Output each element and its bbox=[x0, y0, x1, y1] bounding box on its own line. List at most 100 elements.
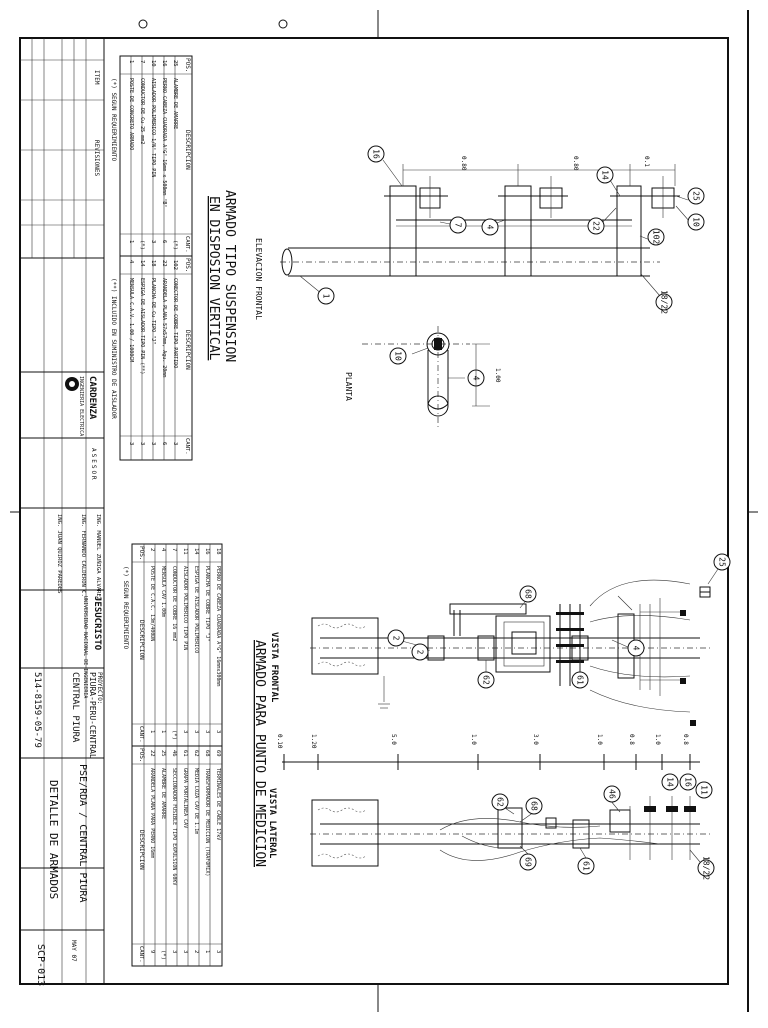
callout-number: 10 bbox=[394, 351, 403, 361]
insulator bbox=[536, 176, 566, 218]
table-cell-desc: ALAMBRE DE AMARRE bbox=[160, 768, 166, 819]
table-cell-pos: 61 bbox=[182, 750, 188, 757]
callout-number: 11 bbox=[700, 785, 709, 795]
table-cell-pos: 62 bbox=[193, 750, 199, 757]
mensula-block bbox=[389, 185, 417, 277]
insulator bbox=[648, 176, 678, 218]
table-cell-cant: 1 bbox=[160, 730, 166, 733]
table1-note-right: (**) INCLUIDO EN SUMINISTRO DE AISLADOR bbox=[110, 278, 117, 419]
table-cell-cant: 3 bbox=[172, 442, 178, 445]
callout-number: 25 bbox=[718, 557, 727, 567]
table-cell-pos: 22 bbox=[161, 260, 167, 267]
table-cell-cant: 6 bbox=[161, 240, 167, 243]
callout-number: 4 bbox=[632, 646, 641, 651]
mensula-block bbox=[616, 185, 642, 277]
callout-bubble: 68 bbox=[519, 585, 537, 603]
table-cell-cant: 1 bbox=[149, 730, 155, 733]
table1-note-left: (*) SEGUN REQUERIMIENTO bbox=[110, 78, 117, 161]
company-name: CARDENZA bbox=[87, 376, 97, 420]
table-cell-desc: AISLADOR POLIMERICO TIPO PIN bbox=[182, 566, 188, 650]
callout-number: 25 bbox=[692, 191, 701, 201]
table-header: POS. bbox=[184, 58, 191, 72]
vista-lateral-label: VISTA LATERAL bbox=[267, 788, 277, 859]
university-name: JESUCRISTO bbox=[92, 596, 102, 651]
scale-label: 0.8 bbox=[628, 734, 635, 745]
table-cell-pos: 10 bbox=[150, 60, 156, 67]
callout-bubble: 10 bbox=[389, 347, 407, 365]
table-cell-cant: 3 bbox=[182, 950, 188, 953]
company-subtitle: INGENIERIA ELECTRICA bbox=[78, 376, 84, 436]
sheet-title: DETALLE DE ARMADOS bbox=[47, 780, 60, 899]
scale-label: 1.20 bbox=[310, 734, 317, 749]
table-cell-pos: 2 bbox=[149, 548, 155, 551]
table-cell-pos: 18 bbox=[150, 260, 156, 267]
insulator bbox=[418, 176, 442, 218]
table-header: POS. bbox=[138, 748, 145, 762]
table-cell-desc: ESPIGA DE AISLADOR POLIMERICO bbox=[193, 566, 199, 653]
callout-bubble: 68 bbox=[525, 797, 543, 815]
transformer-symbol bbox=[495, 615, 551, 673]
drawing2-title: ARMADO PARA PUNTO DE MEDICION bbox=[252, 640, 267, 867]
callout-number: 22 bbox=[592, 221, 601, 231]
callout-number: 18/22 bbox=[702, 856, 711, 880]
table-cell-desc: ESPIGA DE AISLADOR TIPO PIN (**) bbox=[139, 278, 145, 374]
table-cell-pos: 18 bbox=[215, 548, 221, 555]
table-header: CANT. bbox=[138, 946, 144, 963]
table-header: CANT. bbox=[184, 236, 190, 253]
callout-number: 14 bbox=[601, 170, 610, 180]
table-cell-desc: MEDIA LOZA CAV DE 1.1m bbox=[193, 768, 199, 834]
callout-number: 61 bbox=[582, 861, 591, 871]
university-subtitle: UNIVERSIDAD NACIONAL DE INGENIERIA bbox=[82, 596, 88, 698]
scale-label: 1.0 bbox=[654, 734, 661, 745]
mensula-block bbox=[504, 185, 532, 277]
scale-label: 5.0 bbox=[390, 734, 397, 745]
title-block: ITEM REVISIONES CARDENZA INGENIERIA ELEC… bbox=[20, 38, 105, 986]
callout-bubble: 1 bbox=[317, 287, 335, 305]
parts-table-2: POS.DESCRIPCIONCANT.POS.DESCRIPCIONCANT.… bbox=[131, 543, 223, 967]
table-cell-pos: 16 bbox=[204, 548, 210, 555]
table-cell-cant: 9 bbox=[149, 950, 155, 953]
project-name: PIURA-PERU-CENTRAL bbox=[88, 672, 97, 759]
measurement-side-view bbox=[310, 796, 710, 867]
table-cell-cant: 1 bbox=[204, 950, 210, 953]
table-cell-desc: POSTE DE CONCRETO ARMADO bbox=[128, 78, 134, 150]
callout-bubble: 2 bbox=[411, 643, 429, 661]
table-cell-desc: TERMINALES DE CABLE 17kV bbox=[215, 768, 221, 840]
table-cell-cant: (*) bbox=[172, 240, 178, 250]
callout-number: 46 bbox=[608, 789, 617, 799]
callout-bubble: 61 bbox=[577, 857, 595, 875]
callout-number: 62 bbox=[496, 797, 505, 807]
scale-label: 1.0 bbox=[470, 734, 477, 745]
callout-number: 18/22 bbox=[660, 290, 669, 314]
project-label: PROYECTO: bbox=[96, 672, 103, 705]
drawing1-subtitle: EN DISPOSION VERTICAL bbox=[206, 196, 221, 361]
table-cell-desc: TRANSFORMADOR DE MEDICION (TRAFOMIX) bbox=[204, 768, 210, 876]
location-name: CENTRAL PIURA bbox=[70, 672, 80, 743]
design-by: ING. MANUEL ZUÑIGA ALVAREZ bbox=[95, 514, 102, 601]
table-header: DESCRIPCION bbox=[138, 830, 145, 870]
callout-number: 16 bbox=[684, 777, 693, 787]
table-cell-desc: SECCIONADOR FUSIBLE TIPO EXPULSION 60KV bbox=[171, 768, 177, 885]
callout-number: 10 bbox=[692, 217, 701, 227]
table-cell-pos: 68 bbox=[204, 750, 210, 757]
callout-bubble: 18/22 bbox=[655, 290, 673, 314]
dim-label: 1.00 bbox=[494, 368, 501, 383]
table-cell-cant: 3 bbox=[215, 730, 221, 733]
scale-label: 1.0 bbox=[596, 734, 603, 745]
callout-bubble: 61 bbox=[571, 671, 589, 689]
table-cell-cant: 3 bbox=[182, 730, 188, 733]
table-cell-pos: 22 bbox=[149, 750, 155, 757]
table-cell-desc: ARANDELA PLANA PARA PERNO 16mm bbox=[149, 768, 155, 858]
callout-bubble: 102 bbox=[647, 228, 665, 246]
sheet-code: SCP-013 bbox=[35, 944, 46, 986]
table-header: CANT. bbox=[184, 438, 190, 455]
table-cell-pos: 4 bbox=[160, 548, 166, 552]
callout-bubble: 18/22 bbox=[697, 856, 715, 880]
sheet-border bbox=[19, 37, 729, 985]
callout-bubble: 62 bbox=[491, 793, 509, 811]
table-cell-cant: 3 bbox=[150, 442, 156, 445]
callout-bubble: 22 bbox=[587, 217, 605, 235]
